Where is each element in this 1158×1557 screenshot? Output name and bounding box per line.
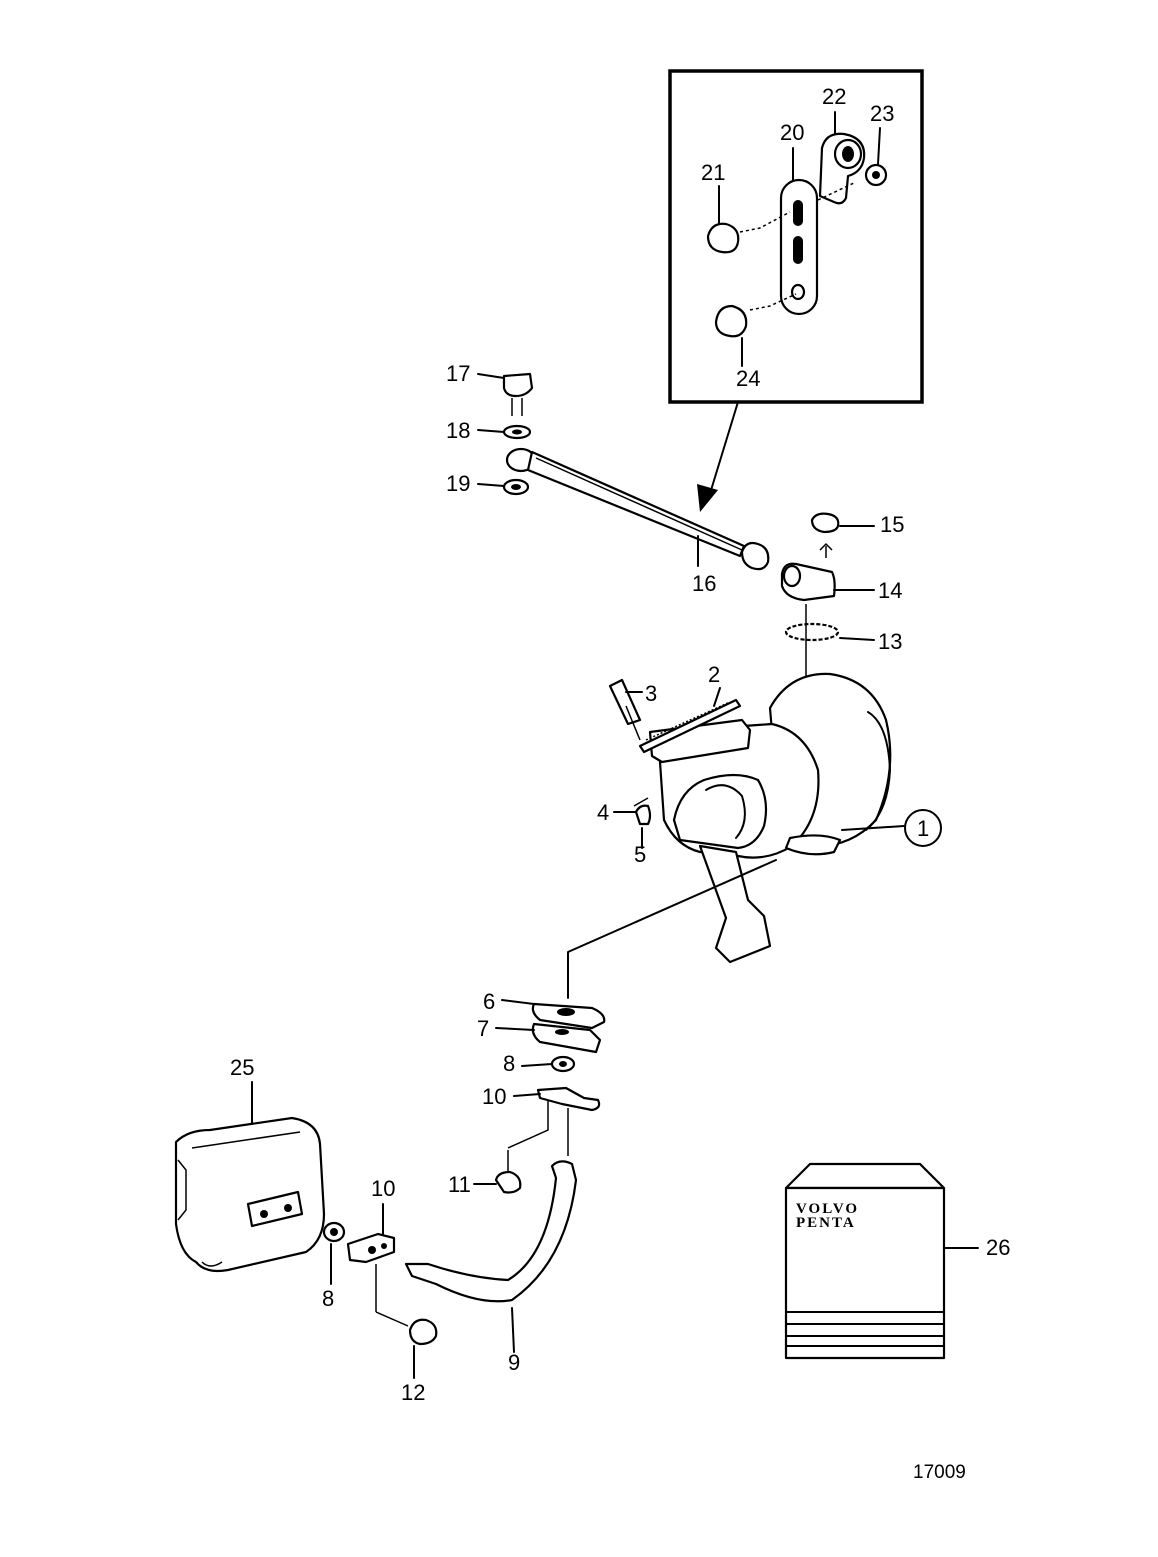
- callout-16: 16: [692, 571, 716, 596]
- callout-4: 4: [597, 800, 609, 825]
- callout-12: 12: [401, 1380, 425, 1405]
- callout-26: 26: [986, 1235, 1010, 1260]
- engine-cover: [174, 1081, 326, 1273]
- callout-13: 13: [878, 629, 902, 654]
- detail-inset: [668, 69, 924, 404]
- callout-24: 24: [736, 366, 760, 391]
- callout-20: 20: [780, 120, 804, 145]
- linkage-rod-assembly: [477, 372, 770, 571]
- callout-7: 7: [477, 1016, 489, 1041]
- callout-8a: 8: [503, 1051, 515, 1076]
- callout-19: 19: [446, 471, 470, 496]
- callout-5: 5: [634, 842, 646, 867]
- callout-21: 21: [701, 160, 725, 185]
- drawing-number: 17009: [913, 1462, 966, 1483]
- callout-23: 23: [870, 101, 894, 126]
- callout-15: 15: [880, 512, 904, 537]
- manual-book: VOLVO PENTA: [784, 1162, 979, 1360]
- manual-brand-line2: PENTA: [796, 1215, 856, 1231]
- lever-assembly: [780, 512, 875, 720]
- callout-10a: 10: [482, 1084, 506, 1109]
- detail-arrow: [697, 401, 739, 512]
- callout-labels: 1 2 3 4 5 6 7 8 8 9 10 10 11 12 13 14 15…: [230, 84, 1010, 1405]
- callout-25: 25: [230, 1055, 254, 1080]
- callout-6: 6: [483, 989, 495, 1014]
- callout-11: 11: [448, 1172, 471, 1197]
- callout-17: 17: [446, 361, 470, 386]
- turbocharger: [567, 672, 942, 999]
- callout-2: 2: [708, 662, 720, 687]
- oil-return-group: [322, 999, 606, 1379]
- callout-10b: 10: [371, 1176, 395, 1201]
- callout-18: 18: [446, 418, 470, 443]
- manual-brand-line1: VOLVO: [796, 1201, 859, 1217]
- callout-14: 14: [878, 578, 902, 603]
- callout-22: 22: [822, 84, 846, 109]
- callout-8b: 8: [322, 1286, 334, 1311]
- callout-1: 1: [917, 816, 929, 841]
- callout-9: 9: [508, 1350, 520, 1375]
- callout-3: 3: [645, 681, 657, 706]
